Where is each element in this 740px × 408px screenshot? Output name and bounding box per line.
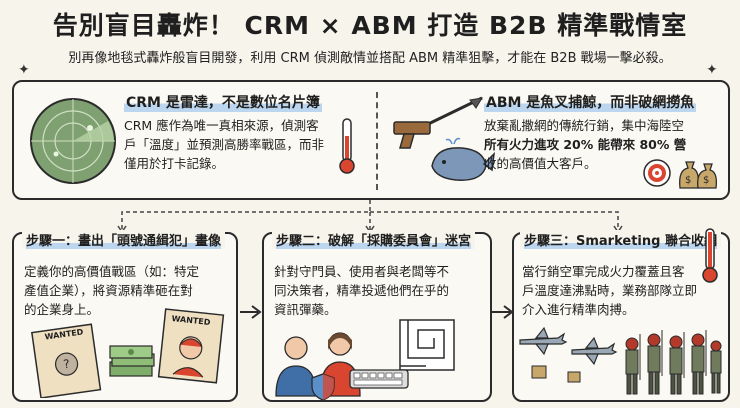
people-icon bbox=[272, 324, 372, 400]
airplane-icon bbox=[518, 326, 618, 388]
crm-line: 僅用於打卡記錄。 bbox=[124, 156, 225, 171]
arrow-right-icon bbox=[240, 305, 262, 319]
step-title-2: 步驟二：破解「採購委員會」迷宮 bbox=[272, 230, 476, 249]
crm-line: 戶「溫度」並預測高勝率戰區，而非 bbox=[124, 137, 325, 152]
page-subtitle: 別再像地毯式轟炸般盲目開發，利用 CRM 偵測敵情並搭配 ABM 精準狙擊，才能… bbox=[68, 51, 672, 66]
step-title-text: 步驟二：破解「採購委員會」迷宮 bbox=[276, 234, 472, 249]
crm-heading: CRM 是雷達，不是數位名片簿 bbox=[124, 92, 322, 112]
sparkle-icon: ✦ bbox=[18, 62, 30, 78]
thermometer-icon bbox=[700, 226, 720, 284]
wanted-poster-icon: ? bbox=[30, 322, 104, 398]
abm-heading: ABM 是魚叉捕鯨，而非破網撈魚 bbox=[484, 92, 697, 112]
whale-icon bbox=[426, 136, 496, 188]
radar-icon bbox=[28, 96, 118, 186]
step-line: 針對守門員、使用者與老闆等不 bbox=[274, 264, 450, 279]
panel-divider bbox=[376, 92, 378, 190]
sparkle-icon: ✦ bbox=[706, 62, 718, 78]
step-line: 介入進行精準肉搏。 bbox=[522, 302, 635, 317]
maze-icon bbox=[398, 318, 456, 372]
step-line: 定義你的高價值戰區（如：特定 bbox=[24, 264, 200, 279]
step-description-2: 針對守門員、使用者與老闆等不 同決策者，精準投遞他們在乎的 資訊彈藥。 bbox=[274, 262, 449, 319]
keyboard-icon bbox=[348, 368, 410, 390]
target-icon bbox=[642, 158, 672, 188]
soldiers-icon bbox=[620, 330, 724, 400]
thermometer-icon bbox=[336, 116, 358, 176]
step-title-1: 步驟一：畫出「頭號通緝犯」畫像 bbox=[22, 230, 226, 249]
cash-icon bbox=[108, 340, 156, 380]
money-bag-icon: $ $ bbox=[676, 152, 720, 192]
abm-line: 放棄亂撒網的傳統行銷，集中海陸空 bbox=[484, 118, 685, 133]
abm-line: 收的高價值大客戶。 bbox=[484, 156, 597, 171]
step-title-3: 步驟三：Smarketing 聯合收網 bbox=[520, 230, 721, 249]
step-line: 當行銷空軍完成火力覆蓋且客 bbox=[522, 264, 685, 279]
page-title: 告別盲目轟炸！ CRM × ABM 打造 B2B 精準戰情室 bbox=[52, 11, 688, 40]
crm-description: CRM 應作為唯一真相來源，偵測客 戶「溫度」並預測高勝率戰區，而非 僅用於打卡… bbox=[124, 116, 324, 173]
abm-line: 所有火力進攻 20% 能帶來 80% 營 bbox=[484, 137, 687, 152]
svg-text:$: $ bbox=[703, 175, 709, 186]
step-line: 同決策者，精準投遞他們在乎的 bbox=[274, 283, 450, 298]
top-comparison-panel: CRM 是雷達，不是數位名片簿 CRM 應作為唯一真相來源，偵測客 戶「溫度」並… bbox=[12, 80, 730, 200]
svg-text:?: ? bbox=[62, 357, 70, 372]
step-description-1: 定義你的高價值戰區（如：特定 產值企業），將資源精準砸在對 的企業身上。 bbox=[24, 262, 199, 319]
step-description-3: 當行銷空軍完成火力覆蓋且客 戶溫度達沸點時，業務部隊立即 介入進行精準肉搏。 bbox=[522, 262, 697, 319]
shield-icon bbox=[310, 372, 336, 402]
step-title-text: 步驟三：Smarketing 聯合收網 bbox=[524, 234, 717, 249]
step-line: 的企業身上。 bbox=[24, 302, 100, 317]
step-line: 戶溫度達沸點時，業務部隊立即 bbox=[522, 283, 698, 298]
svg-text:$: $ bbox=[685, 175, 691, 186]
step-title-text: 步驟一：畫出「頭號通緝犯」畫像 bbox=[26, 234, 222, 249]
wanted-poster-icon bbox=[156, 306, 228, 386]
abm-description: 放棄亂撒網的傳統行銷，集中海陸空 所有火力進攻 20% 能帶來 80% 營 收的… bbox=[484, 116, 686, 173]
step-line: 產值企業），將資源精準砸在對 bbox=[24, 283, 193, 298]
step-line: 資訊彈藥。 bbox=[274, 302, 337, 317]
harpoon-gun-icon bbox=[390, 92, 490, 150]
crm-line: CRM 應作為唯一真相來源，偵測客 bbox=[124, 118, 319, 133]
